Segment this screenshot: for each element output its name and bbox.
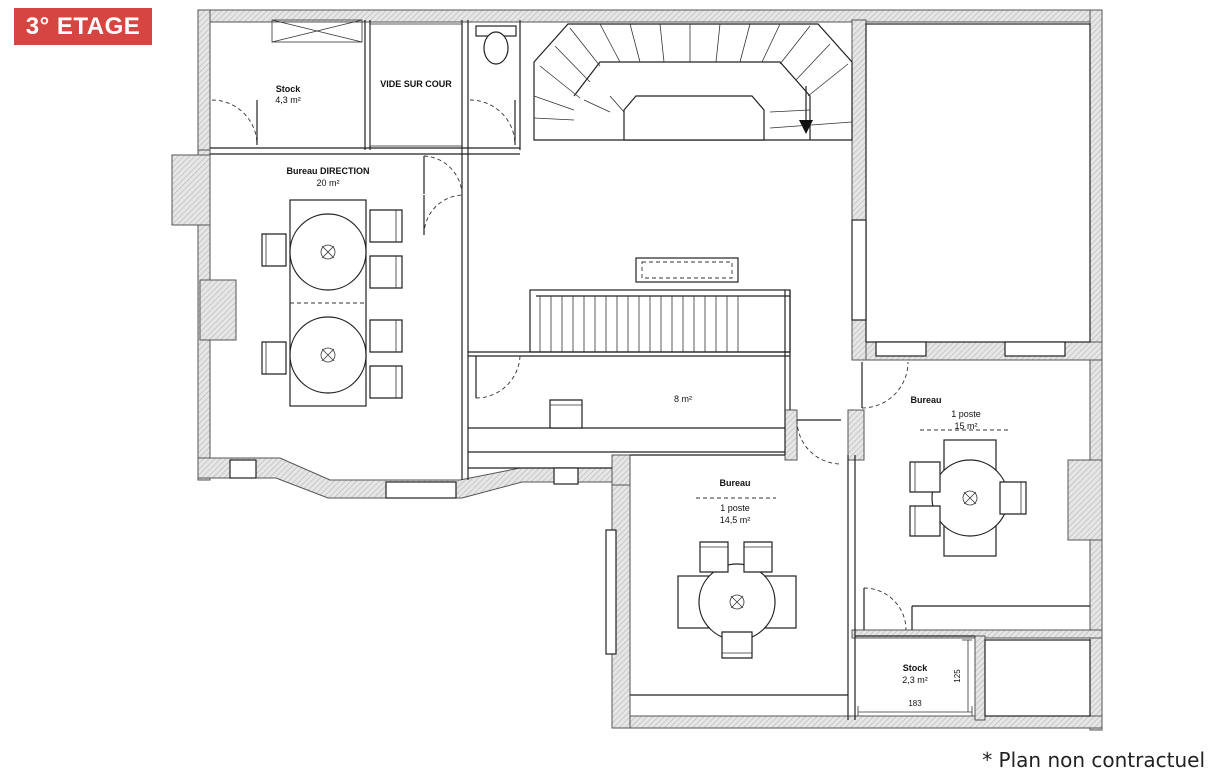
interior-partitions: [210, 19, 1091, 720]
bureau-direction-name: Bureau DIRECTION: [286, 166, 369, 176]
staircase-upper: [533, 23, 853, 141]
center-bureau-desk: [677, 497, 797, 659]
room-labels: Stock 4,3 m² VIDE SUR COUR Bureau DIRECT…: [275, 79, 981, 708]
doors: [211, 99, 909, 631]
stock-top-area: 4,3 m²: [275, 95, 301, 105]
toilet-icon: [475, 25, 517, 65]
right-bureau-desk: [909, 429, 1027, 557]
bureau-direction-area: 20 m²: [316, 178, 339, 188]
bureau-right-posts: 1 poste: [951, 409, 981, 419]
small-room-area: 8 m²: [674, 394, 692, 404]
dimension-width: 183: [908, 699, 922, 708]
bureau-center-area: 14,5 m²: [720, 515, 751, 525]
disclaimer-text: * Plan non contractuel: [982, 748, 1205, 772]
bureau-center-name: Bureau: [719, 478, 750, 488]
bureau-center-posts: 1 poste: [720, 503, 750, 513]
dimension-height: 125: [953, 669, 962, 683]
stock-bottom-area: 2,3 m²: [902, 675, 928, 685]
direction-chairs: [261, 209, 403, 399]
windows: [229, 219, 1066, 655]
stock-top-name: Stock: [276, 84, 302, 94]
stock-bottom-name: Stock: [903, 663, 929, 673]
vide-cour-label: VIDE SUR COUR: [380, 79, 452, 89]
direction-meeting-table: [289, 199, 367, 407]
small-room-chair: [549, 399, 583, 429]
bureau-right-name: Bureau: [910, 395, 941, 405]
bureau-right-area: 15 m²: [954, 421, 977, 431]
dimension-lines: [857, 639, 973, 716]
floor-label-badge: 3° ETAGE: [14, 8, 152, 45]
staircase-lower: [529, 257, 791, 353]
